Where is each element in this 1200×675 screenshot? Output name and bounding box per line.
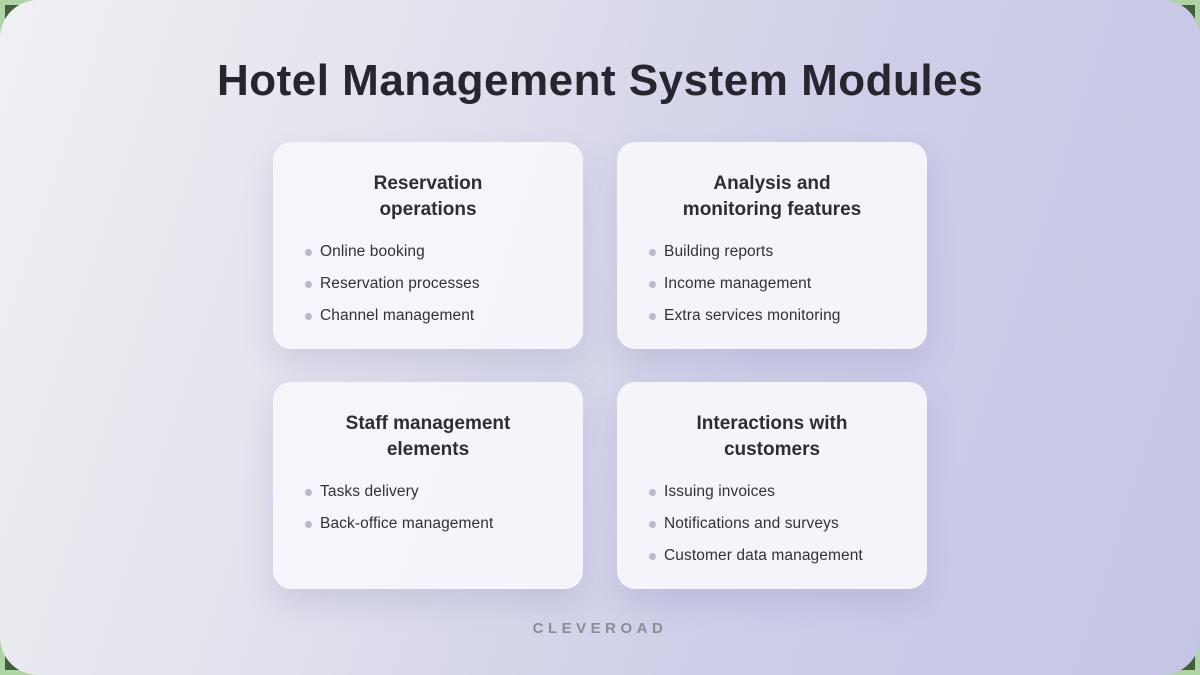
list-item: Issuing invoices (649, 483, 927, 501)
list-item-label: Tasks delivery (320, 483, 419, 500)
card-heading: Reservation operations (273, 171, 583, 223)
card-heading: Interactions with customers (617, 411, 927, 463)
bullet-dot-icon (305, 248, 312, 256)
card-heading-line: customers (723, 439, 821, 460)
card-heading-line: Analysis and (713, 173, 831, 194)
list-item: Extra services monitoring (649, 307, 927, 325)
bullet-dot-icon (649, 488, 656, 496)
list-item: Notifications and surveys (649, 515, 927, 533)
bullet-dot-icon (305, 488, 312, 496)
card-customer-interactions: Interactions with customers Issuing invo… (617, 382, 927, 589)
list-item: Online booking (305, 243, 583, 261)
bullet-dot-icon (305, 520, 312, 528)
card-heading: Staff management elements (273, 411, 583, 463)
bullet-dot-icon (305, 280, 312, 288)
cleveroad-logo: CLEVEROAD (532, 620, 668, 637)
bullet-dot-icon (305, 312, 312, 320)
page-title: Hotel Management System Modules (216, 56, 984, 105)
list-item: Customer data management (649, 547, 927, 565)
card-reservation-operations: Reservation operations Online booking Re… (273, 142, 583, 349)
list-item-label: Online booking (320, 243, 425, 260)
bullet-dot-icon (649, 280, 656, 288)
card-heading-line: Reservation (373, 173, 483, 194)
list-item: Reservation processes (305, 275, 583, 293)
list-item-label: Issuing invoices (664, 483, 776, 500)
card-heading-line: elements (386, 439, 470, 460)
bullet-dot-icon (649, 248, 656, 256)
card-staff-management: Staff management elements Tasks delivery… (273, 382, 583, 589)
bullet-dot-icon (649, 520, 656, 528)
list-item: Channel management (305, 307, 583, 325)
modules-grid: Reservation operations Online booking Re… (273, 142, 927, 589)
card-heading-line: operations (379, 199, 477, 220)
list-item: Income management (649, 275, 927, 293)
list-item-label: Extra services monitoring (664, 307, 841, 324)
card-heading: Analysis and monitoring features (617, 171, 927, 223)
card-list: Online booking Reservation processes Cha… (273, 243, 583, 325)
card-analysis-monitoring: Analysis and monitoring features Buildin… (617, 142, 927, 349)
card-list: Tasks delivery Back-office management (273, 483, 583, 533)
bullet-dot-icon (649, 312, 656, 320)
bullet-dot-icon (649, 552, 656, 560)
list-item: Building reports (649, 243, 927, 261)
list-item-label: Back-office management (320, 515, 494, 532)
list-item-label: Reservation processes (320, 275, 480, 292)
list-item: Tasks delivery (305, 483, 583, 501)
card-heading-line: Interactions with (696, 413, 848, 434)
list-item-label: Channel management (320, 307, 475, 324)
card-heading-line: Staff management (345, 413, 511, 434)
list-item-label: Income management (664, 275, 812, 292)
list-item-label: Notifications and surveys (664, 515, 839, 532)
list-item-label: Customer data management (664, 547, 863, 564)
card-list: Building reports Income management Extra… (617, 243, 927, 325)
card-list: Issuing invoices Notifications and surve… (617, 483, 927, 565)
list-item-label: Building reports (664, 243, 774, 260)
list-item: Back-office management (305, 515, 583, 533)
card-heading-line: monitoring features (682, 199, 862, 220)
